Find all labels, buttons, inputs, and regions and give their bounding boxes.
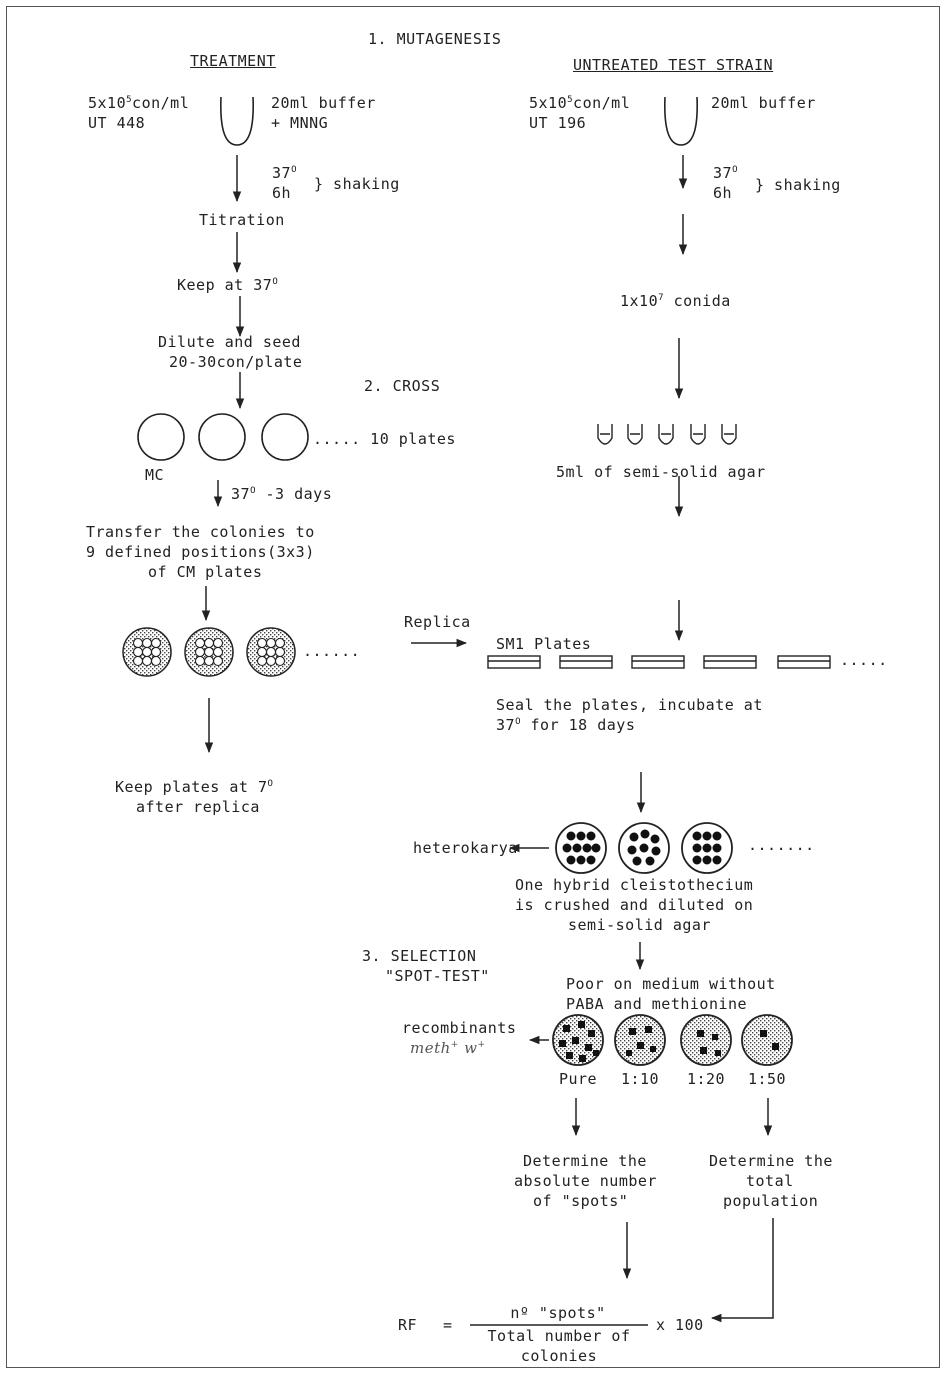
hybrid-line-3: semi-solid agar [568,915,711,935]
untreated-buffer: 20ml buffer [711,93,816,113]
transfer-line-1: Transfer the colonies to [86,522,315,542]
plate-3 [262,414,308,460]
semi-solid-agar-label: 5ml of semi-solid agar [556,462,766,482]
transfer-line-2: 9 defined positions(3x3) [86,542,315,562]
treatment-shaking: } shaking [314,174,400,194]
plate-2 [199,414,245,460]
treatment-header: TREATMENT [190,51,276,71]
mc-label: MC [145,465,164,485]
sm1-plates-label: SM1 Plates [496,634,591,654]
keep-at-37-label: Keep at 37O [177,275,278,295]
seal-line-2: 37O for 18 days [496,715,635,735]
untreated-shaking: } shaking [755,175,841,195]
untreated-header: UNTREATED TEST STRAIN [573,55,773,75]
incubation-label: 37O -3 days [231,484,332,504]
poor-medium-line-2: PABA and methionine [566,994,747,1014]
formula-equals: = [443,1315,453,1335]
formula-denominator-1: Total number of [470,1326,648,1346]
titration-label: Titration [199,210,285,230]
dilute-seed-label: Dilute and seed [158,332,301,352]
untreated-tube [665,97,697,145]
determine-population-line-2: total [746,1171,794,1191]
treatment-time: 6h [272,183,291,203]
keep-plates-label: Keep plates at 7O [115,777,273,797]
dilution-1-50: 1:50 [741,1069,793,1089]
heterokarya-ellipsis: ....... [748,835,815,855]
formula-numerator: nº "spots" [478,1303,638,1323]
formula-rf: RF [398,1315,417,1335]
section-cross: 2. CROSS [364,376,440,396]
treatment-tube [221,97,253,145]
untreated-strain: UT 196 [529,113,586,133]
treatment-concentration: 5x105con/ml [88,93,189,113]
formula-times-100: x 100 [656,1315,704,1335]
section-spot-test: "SPOT-TEST" [385,966,490,986]
section-mutagenesis: 1. MUTAGENESIS [368,29,501,49]
agar-tubes [598,424,736,444]
determine-spots-line-2: absolute number [514,1171,657,1191]
determine-spots-line-1: Determine the [523,1151,647,1171]
sm1-plates [488,656,830,668]
replica-label: Replica [404,612,471,632]
heterokarya-label: heterokarya [413,838,518,858]
treatment-temperature: 37O [272,163,297,183]
cm-plates-3x3 [123,628,295,676]
heterokarya-plates [556,823,732,873]
ten-plates-label: ..... 10 plates [313,429,456,449]
untreated-time: 6h [713,183,732,203]
formula-denominator-2: colonies [470,1346,648,1366]
genotype-label: meth+ w+ [410,1038,486,1058]
section-selection: 3. SELECTION [362,946,476,966]
untreated-temperature: 37O [713,163,738,183]
determine-population-line-1: Determine the [709,1151,833,1171]
spot-test-plates [553,1015,792,1065]
hybrid-line-2: is crushed and diluted on [515,895,753,915]
arrow-population [712,1218,773,1318]
after-replica-label: after replica [136,797,260,817]
treatment-buffer: 20ml buffer [271,93,376,113]
dilution-1-20: 1:20 [680,1069,732,1089]
treatment-mnng: + MNNG [271,113,328,133]
sm1-ellipsis: ..... [840,650,888,670]
hybrid-line-1: One hybrid cleistothecium [515,875,753,895]
recombinants-label: recombinants [402,1018,516,1038]
determine-spots-line-3: of "spots" [533,1191,628,1211]
poor-medium-line-1: Poor on medium without [566,974,776,994]
plate-1 [138,414,184,460]
dilution-pure: Pure [552,1069,604,1089]
conidia-label: 1x107 conida [620,291,731,311]
seal-line-1: Seal the plates, incubate at [496,695,763,715]
cm-plates-ellipsis: ...... [303,641,360,661]
transfer-line-3: of CM plates [148,562,262,582]
treatment-strain: UT 448 [88,113,145,133]
dilute-density-label: 20-30con/plate [169,352,302,372]
untreated-concentration: 5x105con/ml [529,93,630,113]
dilution-1-10: 1:10 [614,1069,666,1089]
determine-population-line-3: population [723,1191,818,1211]
